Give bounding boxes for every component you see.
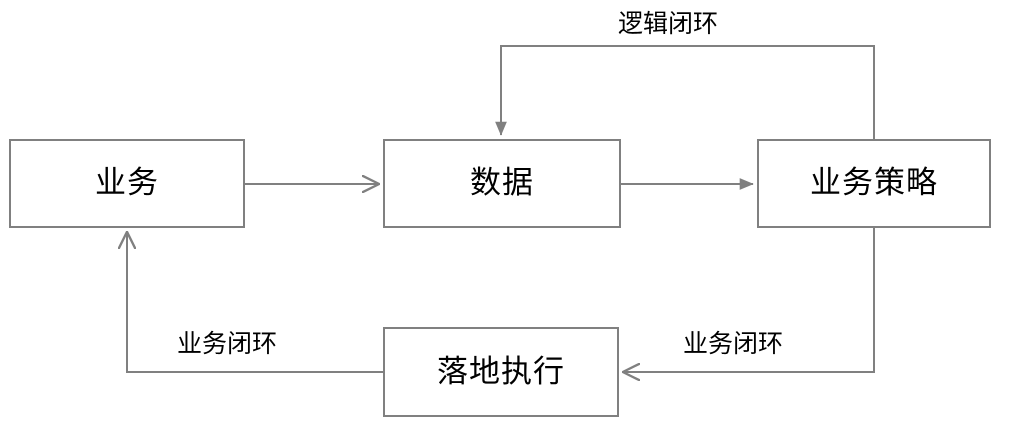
edge-strategy-to-data — [495, 45, 875, 139]
edge-execution-to-business — [127, 232, 383, 373]
edge-label-business-loop-left: 业务闭环 — [177, 329, 278, 358]
node-execution-label: 落地执行 — [437, 353, 565, 390]
node-business[interactable]: 业务 — [9, 139, 245, 228]
edge-label-business-loop-right: 业务闭环 — [683, 329, 784, 358]
node-business-strategy[interactable]: 业务策略 — [757, 139, 991, 228]
node-data-label: 数据 — [470, 165, 534, 201]
node-data[interactable]: 数据 — [383, 139, 621, 228]
node-business-label: 业务 — [95, 165, 159, 201]
node-execution[interactable]: 落地执行 — [383, 327, 619, 417]
node-business-strategy-label: 业务策略 — [810, 165, 938, 201]
edge-strategy-to-execution — [623, 228, 875, 372]
edge-label-logic-loop: 逻辑闭环 — [618, 9, 719, 38]
